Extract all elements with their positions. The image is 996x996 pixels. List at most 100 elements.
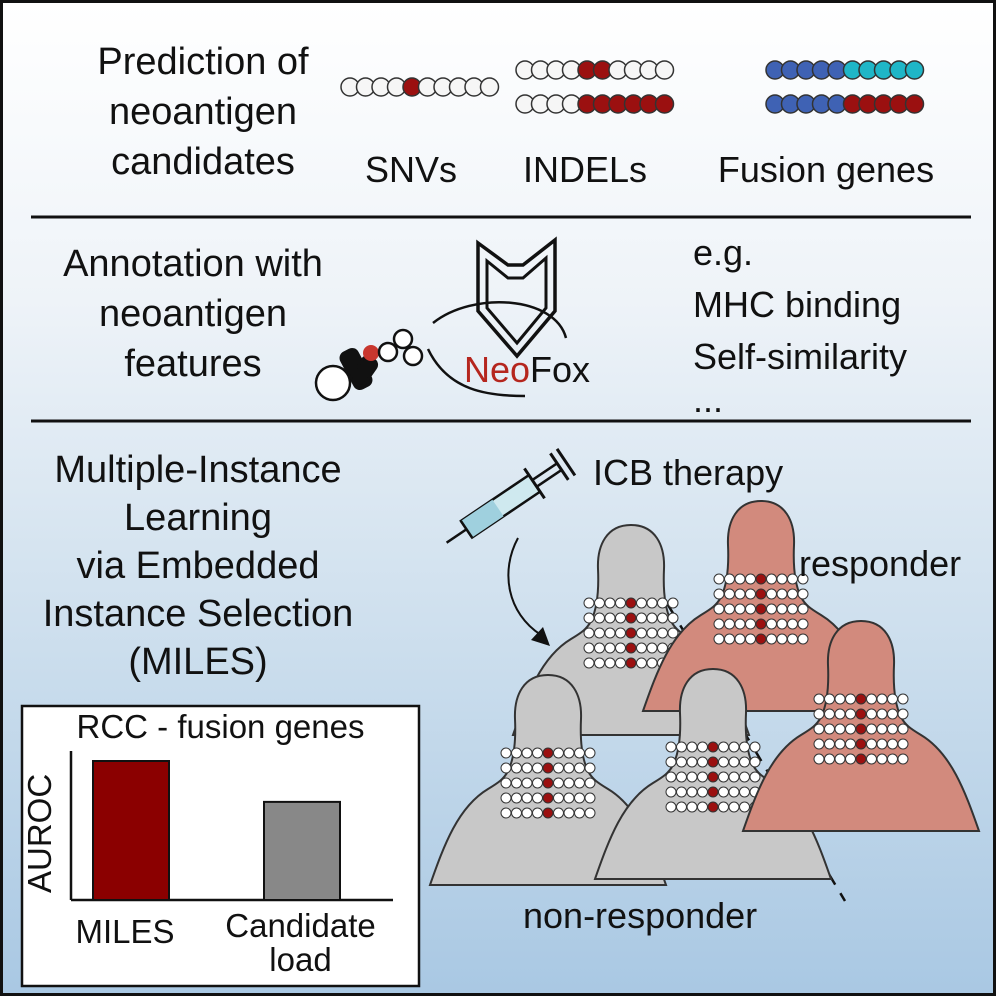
neoantigen-bead <box>713 618 725 630</box>
neoantigen-bead <box>734 588 746 600</box>
neoantigen-bead <box>563 807 575 819</box>
neoantigen-bead <box>734 618 746 630</box>
neoantigen-bead <box>745 588 756 600</box>
therapy-label: ICB therapy <box>593 452 784 493</box>
neoantigen-bead <box>625 612 637 624</box>
neoantigen-bead <box>574 807 585 819</box>
diagram-artwork <box>20 60 981 988</box>
neoantigen-bead <box>574 747 585 759</box>
neoantigen-bead <box>604 642 616 654</box>
section2-title-line: Annotation with <box>63 243 323 285</box>
neoantigen-bead <box>755 573 767 585</box>
neoantigen-bead <box>636 642 647 654</box>
neoantigen-bead <box>563 747 575 759</box>
neoantigen-bead <box>686 786 698 798</box>
neoantigen-bead <box>766 573 777 585</box>
sequence-bead <box>654 60 675 80</box>
therapy-arrow <box>507 537 542 636</box>
neoantigen-bead <box>697 801 708 813</box>
neoantigen-bead <box>584 792 596 804</box>
neoantigen-bead <box>665 801 677 813</box>
neoantigen-bead <box>584 777 596 789</box>
sequence-bead <box>654 94 675 114</box>
patient-figure <box>641 499 881 712</box>
neoantigen-bead <box>797 618 809 630</box>
neoantigen-bead <box>718 756 729 768</box>
neoantigen-bead <box>604 612 616 624</box>
section1-title-line: neoantigen <box>108 91 298 133</box>
neoantigen-bead <box>897 753 909 765</box>
neoantigen-bead <box>542 762 554 774</box>
neoantigen-bead <box>755 618 767 630</box>
neoantigen-bead <box>866 738 877 750</box>
patient-figure <box>428 673 668 886</box>
neoantigen-bead <box>636 627 647 639</box>
neoantigen-bead <box>797 588 809 600</box>
neoantigen-bead <box>542 747 554 759</box>
neoantigen-bead <box>697 771 708 783</box>
neoantigen-bead <box>563 792 575 804</box>
neoantigen-bead <box>676 786 687 798</box>
neoantigen-bead <box>766 588 777 600</box>
indel-label: INDELs <box>522 149 648 190</box>
therapy-arrow-head <box>531 627 550 646</box>
section1-title: Prediction of neoantigen candidates <box>43 37 363 187</box>
neoantigen-bead <box>625 597 637 609</box>
neoantigen-bead <box>500 747 512 759</box>
neoantigen-bead <box>724 618 735 630</box>
chart-box <box>20 704 421 988</box>
mhc-complex-icon <box>314 328 424 402</box>
neoantigen-bead <box>749 771 761 783</box>
neoantigen-bead <box>724 573 735 585</box>
neoantigen-bead <box>728 756 740 768</box>
neoantigen-bead <box>532 792 543 804</box>
neoantigen-bead <box>787 618 798 630</box>
neoantigen-bead <box>676 741 687 753</box>
neoantigen-bead <box>745 618 756 630</box>
neoantigen-bead <box>713 603 725 615</box>
feature-example: MHC binding <box>693 284 902 325</box>
neoantigen-bead <box>718 801 729 813</box>
neoantigen-bead <box>500 777 512 789</box>
bar-candidate-load <box>263 800 341 901</box>
neoantigen-bead <box>866 753 877 765</box>
section3-title-line: via Embedded <box>76 545 320 587</box>
neoantigen-bead <box>625 642 637 654</box>
neoantigen-bead <box>542 792 554 804</box>
neoantigen-bead <box>755 633 767 645</box>
neoantigen-bead <box>834 723 846 735</box>
snv-sequence-row <box>340 77 500 97</box>
neoantigen-bead <box>604 627 616 639</box>
neoantigen-bead <box>728 801 740 813</box>
feature-example: ... <box>693 379 724 420</box>
neoantigen-bead <box>707 756 719 768</box>
neoantigen-bead <box>625 627 637 639</box>
neoantigen-bead <box>866 723 877 735</box>
neoantigen-bead <box>813 693 825 705</box>
neoantigen-bead <box>646 597 658 609</box>
neoantigen-bead <box>797 603 809 615</box>
neoantigen-bead <box>584 747 596 759</box>
neoantigen-bead <box>574 777 585 789</box>
neoantigen-bead <box>646 642 658 654</box>
neoantigen-bead <box>584 762 596 774</box>
neoantigen-bead <box>734 573 746 585</box>
feature-example: e.g. <box>693 232 754 273</box>
neoantigen-bead <box>749 741 761 753</box>
responder-label: responder <box>799 543 962 584</box>
neoantigen-bead <box>755 603 767 615</box>
neoantigen-bead <box>824 723 835 735</box>
neoantigen-bead <box>697 741 708 753</box>
neoantigen-bead <box>574 762 585 774</box>
indel-sequence-rows <box>515 60 675 114</box>
neoantigen-bead <box>583 657 595 669</box>
neoantigen-bead <box>604 597 616 609</box>
neoantigen-bead <box>776 633 788 645</box>
neoantigen-bead <box>739 786 750 798</box>
neoantigen-bead <box>866 708 877 720</box>
neoantigen-bead <box>553 777 564 789</box>
neoantigen-bead <box>745 633 756 645</box>
neoantigen-bead <box>583 627 595 639</box>
neoantigen-bead <box>707 741 719 753</box>
bar-miles <box>92 760 170 901</box>
